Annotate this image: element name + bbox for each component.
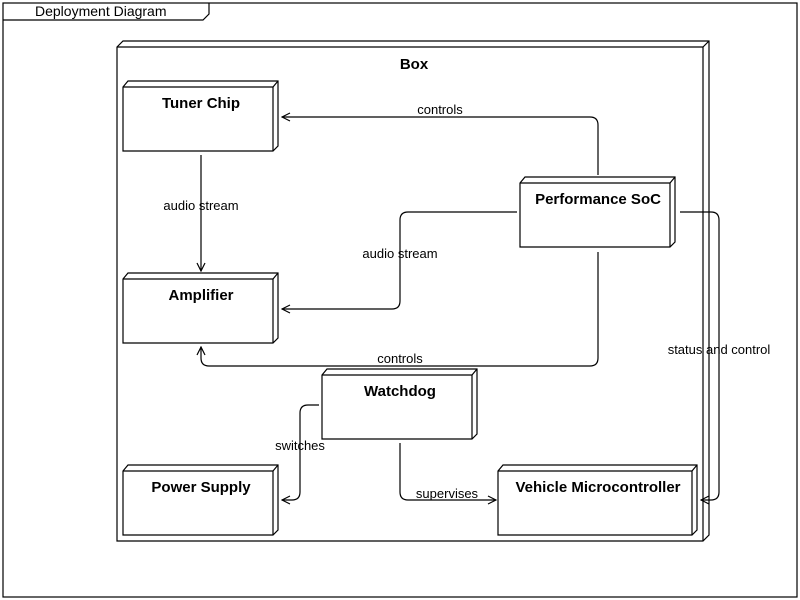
edge-label-soc-amp-audio: audio stream (362, 246, 437, 261)
edge-label-watchdog-power: switches (275, 438, 325, 453)
amplifier-label: Amplifier (168, 287, 233, 304)
amplifier-node[interactable]: Amplifier (122, 272, 279, 344)
edge-soc-to-tuner (282, 117, 599, 175)
edge-label-soc-vmc: status and control (668, 342, 771, 357)
box-title: Box (400, 56, 429, 73)
tuner-chip-label: Tuner Chip (162, 95, 240, 112)
power-supply-label: Power Supply (151, 479, 251, 496)
edge-soc-to-amplifier-controls (201, 252, 599, 367)
edge-label-soc-amp-controls: controls (377, 351, 423, 366)
watchdog-label: Watchdog (364, 383, 436, 400)
performance-soc-node[interactable]: Performance SoC (519, 176, 676, 248)
edge-label-tuner-amp: audio stream (163, 198, 238, 213)
vehicle-microcontroller-label: Vehicle Microcontroller (515, 479, 680, 496)
edge-soc-to-amplifier-audio (282, 211, 517, 309)
watchdog-node[interactable]: Watchdog (321, 368, 478, 440)
edge-watchdog-to-vmc (399, 443, 496, 500)
tuner-chip-node[interactable]: Tuner Chip (122, 80, 279, 152)
edge-label-soc-tuner: controls (417, 102, 463, 117)
performance-soc-label: Performance SoC (535, 191, 661, 208)
edge-soc-to-vmc (680, 211, 720, 500)
box-node[interactable]: Box (116, 40, 710, 542)
power-supply-node[interactable]: Power Supply (122, 464, 279, 536)
edge-watchdog-to-power (282, 404, 319, 500)
frame-title: Deployment Diagram (35, 3, 167, 19)
vehicle-microcontroller-node[interactable]: Vehicle Microcontroller (497, 464, 698, 536)
edge-label-watchdog-vmc: supervises (416, 486, 479, 501)
